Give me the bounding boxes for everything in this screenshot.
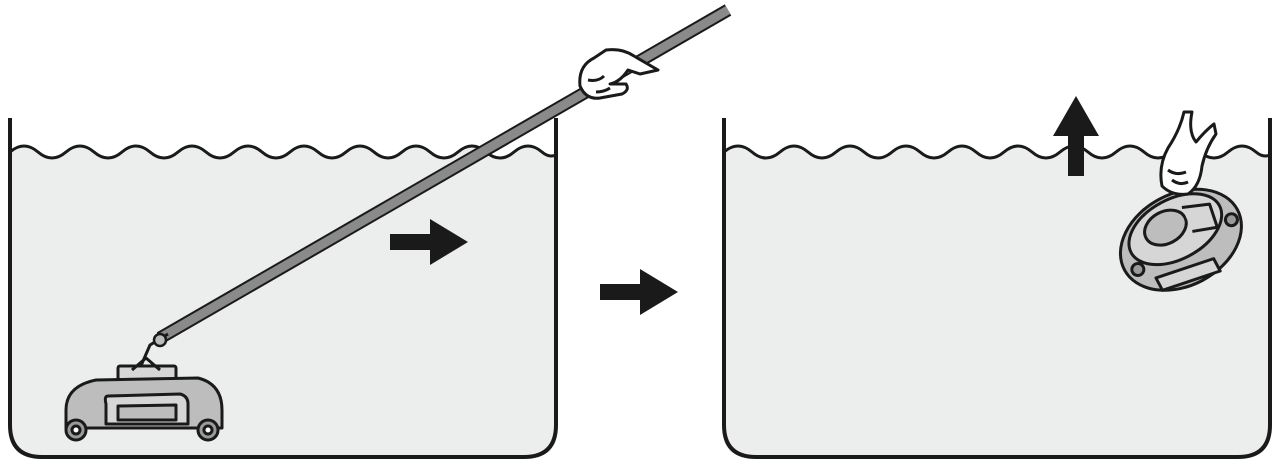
left-tank-outline xyxy=(8,118,558,459)
right-tank-outline xyxy=(722,118,1272,459)
robot-cleaner-icon xyxy=(64,356,224,442)
next-step-arrow-icon xyxy=(600,269,678,315)
lifting-hand-icon xyxy=(1159,110,1218,196)
lifted-robot-cleaner-icon xyxy=(1118,187,1243,292)
right-pool-panel xyxy=(722,96,1272,459)
up-arrow-icon xyxy=(1053,96,1099,176)
left-pool-panel xyxy=(8,4,732,459)
hand-icon xyxy=(578,48,660,100)
right-arrow-icon xyxy=(390,219,468,265)
